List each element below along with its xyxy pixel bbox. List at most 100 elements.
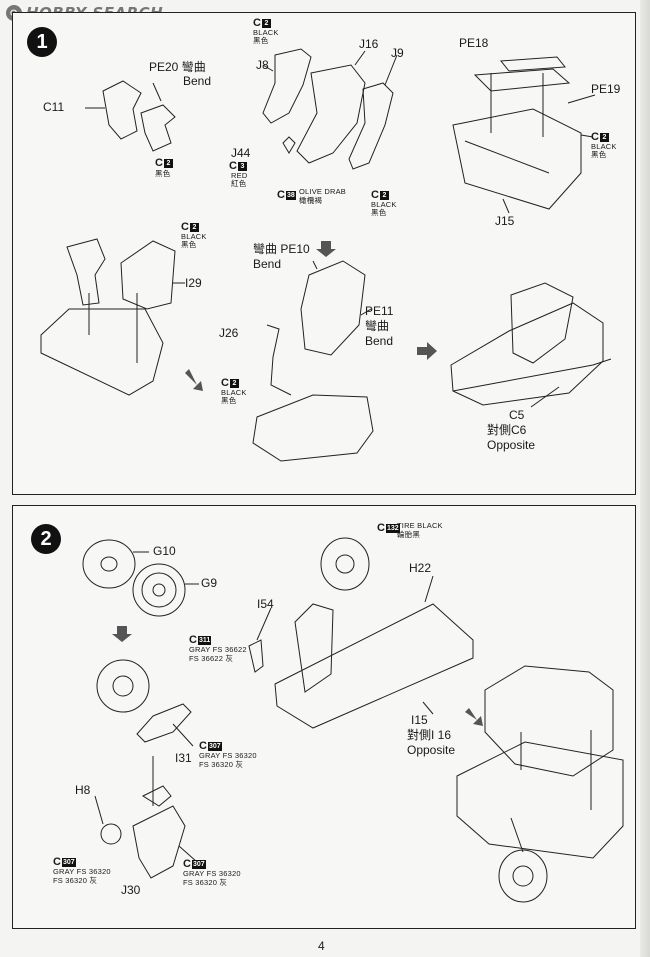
arrow-right-icon — [417, 342, 437, 360]
part-pe10-seat — [300, 260, 366, 356]
paint-name-zh: 黑色 — [591, 150, 607, 159]
label-pe11-bend-zh: 彎曲 — [365, 319, 390, 333]
label-i15: I15 — [411, 713, 428, 727]
nose-wheel — [320, 537, 370, 591]
paint-name-en: BLACK — [221, 388, 247, 397]
paint-name-en: BLACK — [371, 200, 397, 209]
paint-name-zh: 黑色 — [253, 36, 269, 45]
label-c11: C11 — [43, 100, 65, 114]
part-i29 — [120, 240, 176, 310]
paint-name-zh: 黑色 — [155, 169, 171, 178]
assembled-cockpit-2 — [484, 665, 614, 777]
label-i31: I31 — [175, 751, 192, 765]
paint-name-zh: 黑色 — [371, 208, 387, 217]
label-i16: 對側I 16 — [407, 728, 452, 742]
nose-gear-wheel — [498, 849, 548, 903]
label-j16: J16 — [359, 37, 379, 51]
label-h8: H8 — [75, 783, 91, 797]
part-j15 — [452, 108, 582, 210]
paint-name-zh: 黑色 — [221, 396, 237, 405]
part-g9 — [132, 563, 186, 617]
part-i54 — [248, 639, 264, 673]
paint-name-zh: FS 36622 灰 — [189, 654, 234, 663]
paint-name-zh: FS 36320 灰 — [53, 876, 98, 885]
arrow-diag-icon — [465, 708, 483, 726]
label-j26: J26 — [219, 326, 239, 340]
part-seat-bracket — [66, 238, 106, 306]
part-strut-j30 — [132, 805, 186, 879]
arrow-down-icon — [316, 241, 336, 257]
label-h22: H22 — [409, 561, 432, 575]
arrow-diag-icon — [185, 369, 203, 391]
part-tub-middle — [252, 394, 374, 462]
step-1-drawing — [40, 48, 612, 462]
paint-name-en: GRAY FS 36622 — [189, 645, 247, 654]
paint-name-zh: 紅色 — [231, 179, 247, 188]
label-pe10: 彎曲 PE10 — [253, 242, 310, 256]
paint-name-en: BLACK — [591, 142, 617, 151]
paint-name-zh: 橄欖褐 — [299, 196, 323, 205]
assembled-wheel — [96, 659, 150, 713]
part-pe19 — [500, 56, 566, 72]
part-j9 — [348, 82, 394, 170]
label-i54: I54 — [257, 597, 274, 611]
step-1-number: 1 — [27, 27, 57, 57]
part-h22 — [274, 603, 474, 729]
label-pe19: PE19 — [591, 82, 621, 96]
arrow-down-icon — [112, 626, 132, 642]
label-g9: G9 — [201, 576, 218, 590]
paint-name-zh: FS 36320 灰 — [183, 878, 228, 887]
step-2-arrows — [112, 626, 483, 726]
label-pe20: PE20 彎曲 — [149, 60, 206, 74]
step-2-number: 2 — [31, 524, 61, 554]
part-pe18 — [473, 68, 571, 92]
paint-name-en: GRAY FS 36320 — [53, 867, 111, 876]
step-1-arrows — [185, 241, 437, 391]
paint-name-zh: 黑色 — [181, 240, 197, 249]
label-j15: J15 — [495, 214, 515, 228]
part-j8 — [262, 48, 312, 124]
part-j26 — [266, 324, 292, 396]
assembled-cockpit — [450, 302, 604, 406]
label-c5: C5 — [509, 408, 525, 422]
paint-name-en: OLIVE DRAB — [299, 187, 347, 196]
part-j44 — [282, 136, 296, 154]
part-tub-left — [40, 308, 164, 396]
paint-name-en: TIRE BLACK — [397, 521, 443, 530]
label-j44: J44 — [231, 146, 251, 160]
paint-name-zh: 輪胎黑 — [397, 530, 421, 539]
part-h8 — [100, 823, 122, 845]
label-pe11-bend: Bend — [365, 334, 394, 348]
part-pe20 — [140, 104, 176, 152]
label-pe20-bend: Bend — [183, 74, 212, 88]
step-2-drawing — [82, 537, 624, 903]
fuselage-block — [456, 741, 624, 859]
nose-strut — [294, 603, 334, 693]
label-pe11: PE11 — [365, 304, 394, 318]
label-i29: I29 — [185, 276, 202, 290]
paint-name-en: RED — [231, 171, 248, 180]
label-c6: 對側C6 — [487, 423, 527, 437]
part-i31 — [136, 703, 192, 743]
label-pe10-bend: Bend — [253, 257, 282, 271]
label-j8: J8 — [256, 58, 269, 72]
label-i16-opposite: Opposite — [407, 743, 456, 757]
part-g10 — [82, 539, 136, 589]
paint-name-en: BLACK — [253, 28, 279, 37]
part-j16 — [296, 64, 366, 164]
part-c11 — [102, 80, 142, 140]
label-pe18: PE18 — [459, 36, 489, 50]
